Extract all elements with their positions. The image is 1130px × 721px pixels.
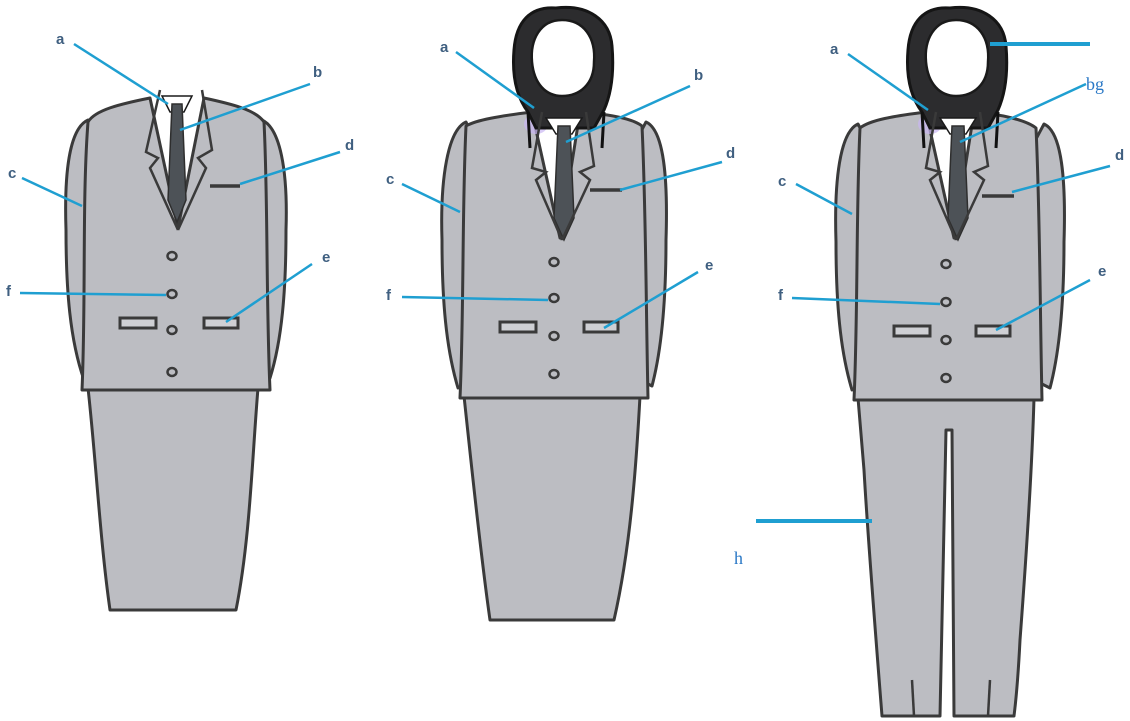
face <box>532 20 594 96</box>
button <box>942 374 951 382</box>
leader-a <box>74 44 168 104</box>
face <box>926 20 988 96</box>
jacket <box>854 112 1042 400</box>
label-a: a <box>830 41 839 58</box>
skirt <box>88 388 258 610</box>
label-d: d <box>345 137 354 154</box>
figure-3: a bg c d e f h <box>734 7 1124 716</box>
label-a: a <box>440 39 449 56</box>
label-d: d <box>726 145 735 162</box>
label-f: f <box>386 287 392 304</box>
pocket-right <box>204 318 238 328</box>
pocket-right <box>976 326 1010 336</box>
label-c: c <box>778 173 786 190</box>
label-e: e <box>322 249 330 266</box>
jacket <box>460 112 648 398</box>
button <box>942 298 951 306</box>
label-bg: bg <box>1086 74 1104 94</box>
button <box>550 370 559 378</box>
label-b: b <box>313 64 322 81</box>
pocket-left <box>500 322 536 332</box>
label-c: c <box>8 165 16 182</box>
tie <box>168 104 186 222</box>
button <box>550 258 559 266</box>
button <box>168 326 177 334</box>
skirt <box>464 396 640 620</box>
label-c: c <box>386 171 394 188</box>
label-f: f <box>778 287 784 304</box>
figure-2: a b c d e f <box>386 7 735 620</box>
button <box>942 336 951 344</box>
button <box>942 260 951 268</box>
label-e: e <box>705 257 713 274</box>
label-d: d <box>1115 147 1124 164</box>
label-f: f <box>6 283 12 300</box>
label-a: a <box>56 31 65 48</box>
label-b: b <box>694 67 703 84</box>
pocket-left <box>120 318 156 328</box>
button <box>168 252 177 260</box>
button <box>550 332 559 340</box>
label-h: h <box>734 548 743 568</box>
button <box>168 290 177 298</box>
trousers <box>858 398 1034 716</box>
label-e: e <box>1098 263 1106 280</box>
button <box>168 368 177 376</box>
button <box>550 294 559 302</box>
pocket-left <box>894 326 930 336</box>
figure-1: a b c d e f <box>6 31 354 610</box>
